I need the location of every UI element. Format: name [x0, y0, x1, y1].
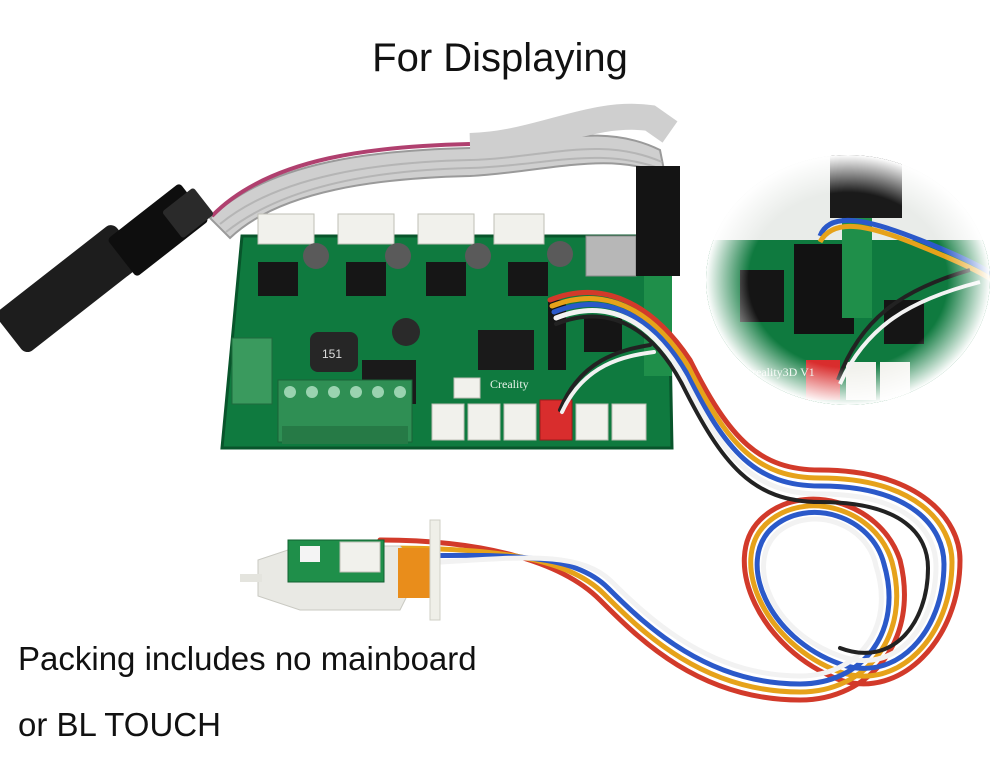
inductor-label: 151 [322, 347, 342, 361]
bl-touch-probe [240, 519, 441, 621]
packing-note-line2: or BL TOUCH [18, 706, 221, 743]
headline-text: For Displaying [372, 36, 628, 80]
probe-wire-harness [377, 290, 963, 703]
screw-terminal-block [277, 379, 413, 444]
mainboard: 151 Creality [220, 213, 674, 450]
inset-closeup: Creality3D V1 [706, 155, 990, 405]
board-brand-text: Creality [490, 377, 529, 391]
packing-note-line1: Packing includes no mainboard [18, 640, 477, 677]
ribbon-cable [208, 103, 678, 240]
usb-stick [0, 184, 214, 353]
